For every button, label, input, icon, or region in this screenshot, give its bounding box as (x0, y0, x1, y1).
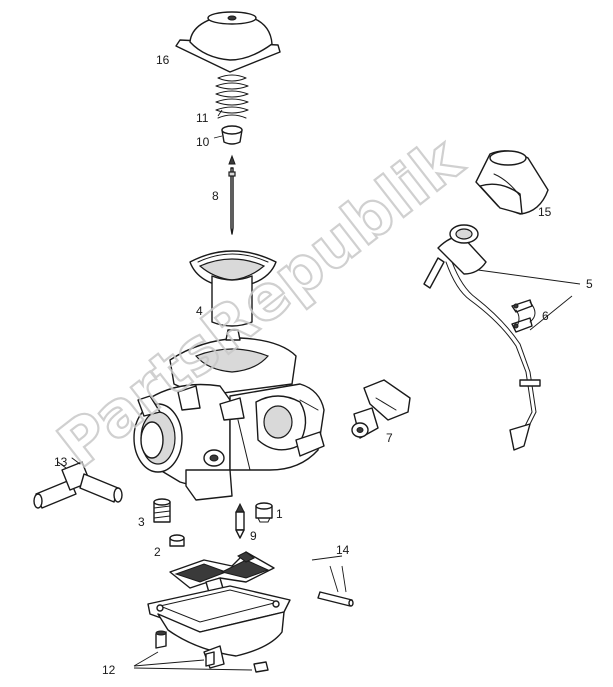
part-14-float-pin[interactable] (317, 591, 354, 607)
callout-12: 12 (102, 663, 116, 677)
callout-8: 8 (212, 189, 219, 203)
carburetor-body[interactable] (133, 329, 325, 501)
callout-5: 5 (586, 277, 593, 291)
callout-9: 9 (250, 529, 257, 543)
part-4-vacuum-piston[interactable] (189, 250, 277, 327)
part-8-jet-needle[interactable] (228, 154, 236, 235)
part-2-nut[interactable] (169, 534, 185, 547)
callout-6: 6 (542, 309, 549, 323)
part-9-float-needle-valve[interactable] (235, 502, 245, 539)
callout-7: 7 (386, 431, 393, 445)
part-12-bowl-screws[interactable] (155, 630, 269, 673)
part-5-starter-valve[interactable] (423, 224, 541, 451)
callout-3: 3 (138, 515, 145, 529)
part-16-diaphragm-cover[interactable] (175, 11, 281, 73)
part-6-cable-clip[interactable] (511, 299, 536, 333)
callout-14: 14 (336, 543, 350, 557)
callout-10: 10 (196, 135, 210, 149)
part-11-spring[interactable] (215, 74, 249, 119)
callout-15: 15 (538, 205, 552, 219)
part-13-hose-fitting[interactable] (33, 457, 123, 509)
float-bowl[interactable] (147, 585, 291, 669)
callout-13: 13 (54, 455, 68, 469)
callout-4: 4 (196, 304, 203, 318)
part-1-main-jet[interactable] (255, 502, 273, 523)
callout-16: 16 (156, 53, 170, 67)
part-7-cam-bracket[interactable] (351, 379, 411, 439)
callout-2: 2 (154, 545, 161, 559)
leader-lines (133, 109, 581, 671)
part-14-float[interactable] (169, 551, 275, 597)
callout-1: 1 (276, 507, 283, 521)
part-15-cap[interactable] (475, 150, 549, 215)
callout-11: 11 (196, 111, 209, 125)
callout-labels: 16 11 10 8 4 15 5 6 7 13 3 2 9 1 14 12 (54, 53, 593, 677)
part-10-spring-seat[interactable] (221, 125, 243, 145)
part-3-adjust-screw[interactable] (153, 498, 171, 523)
